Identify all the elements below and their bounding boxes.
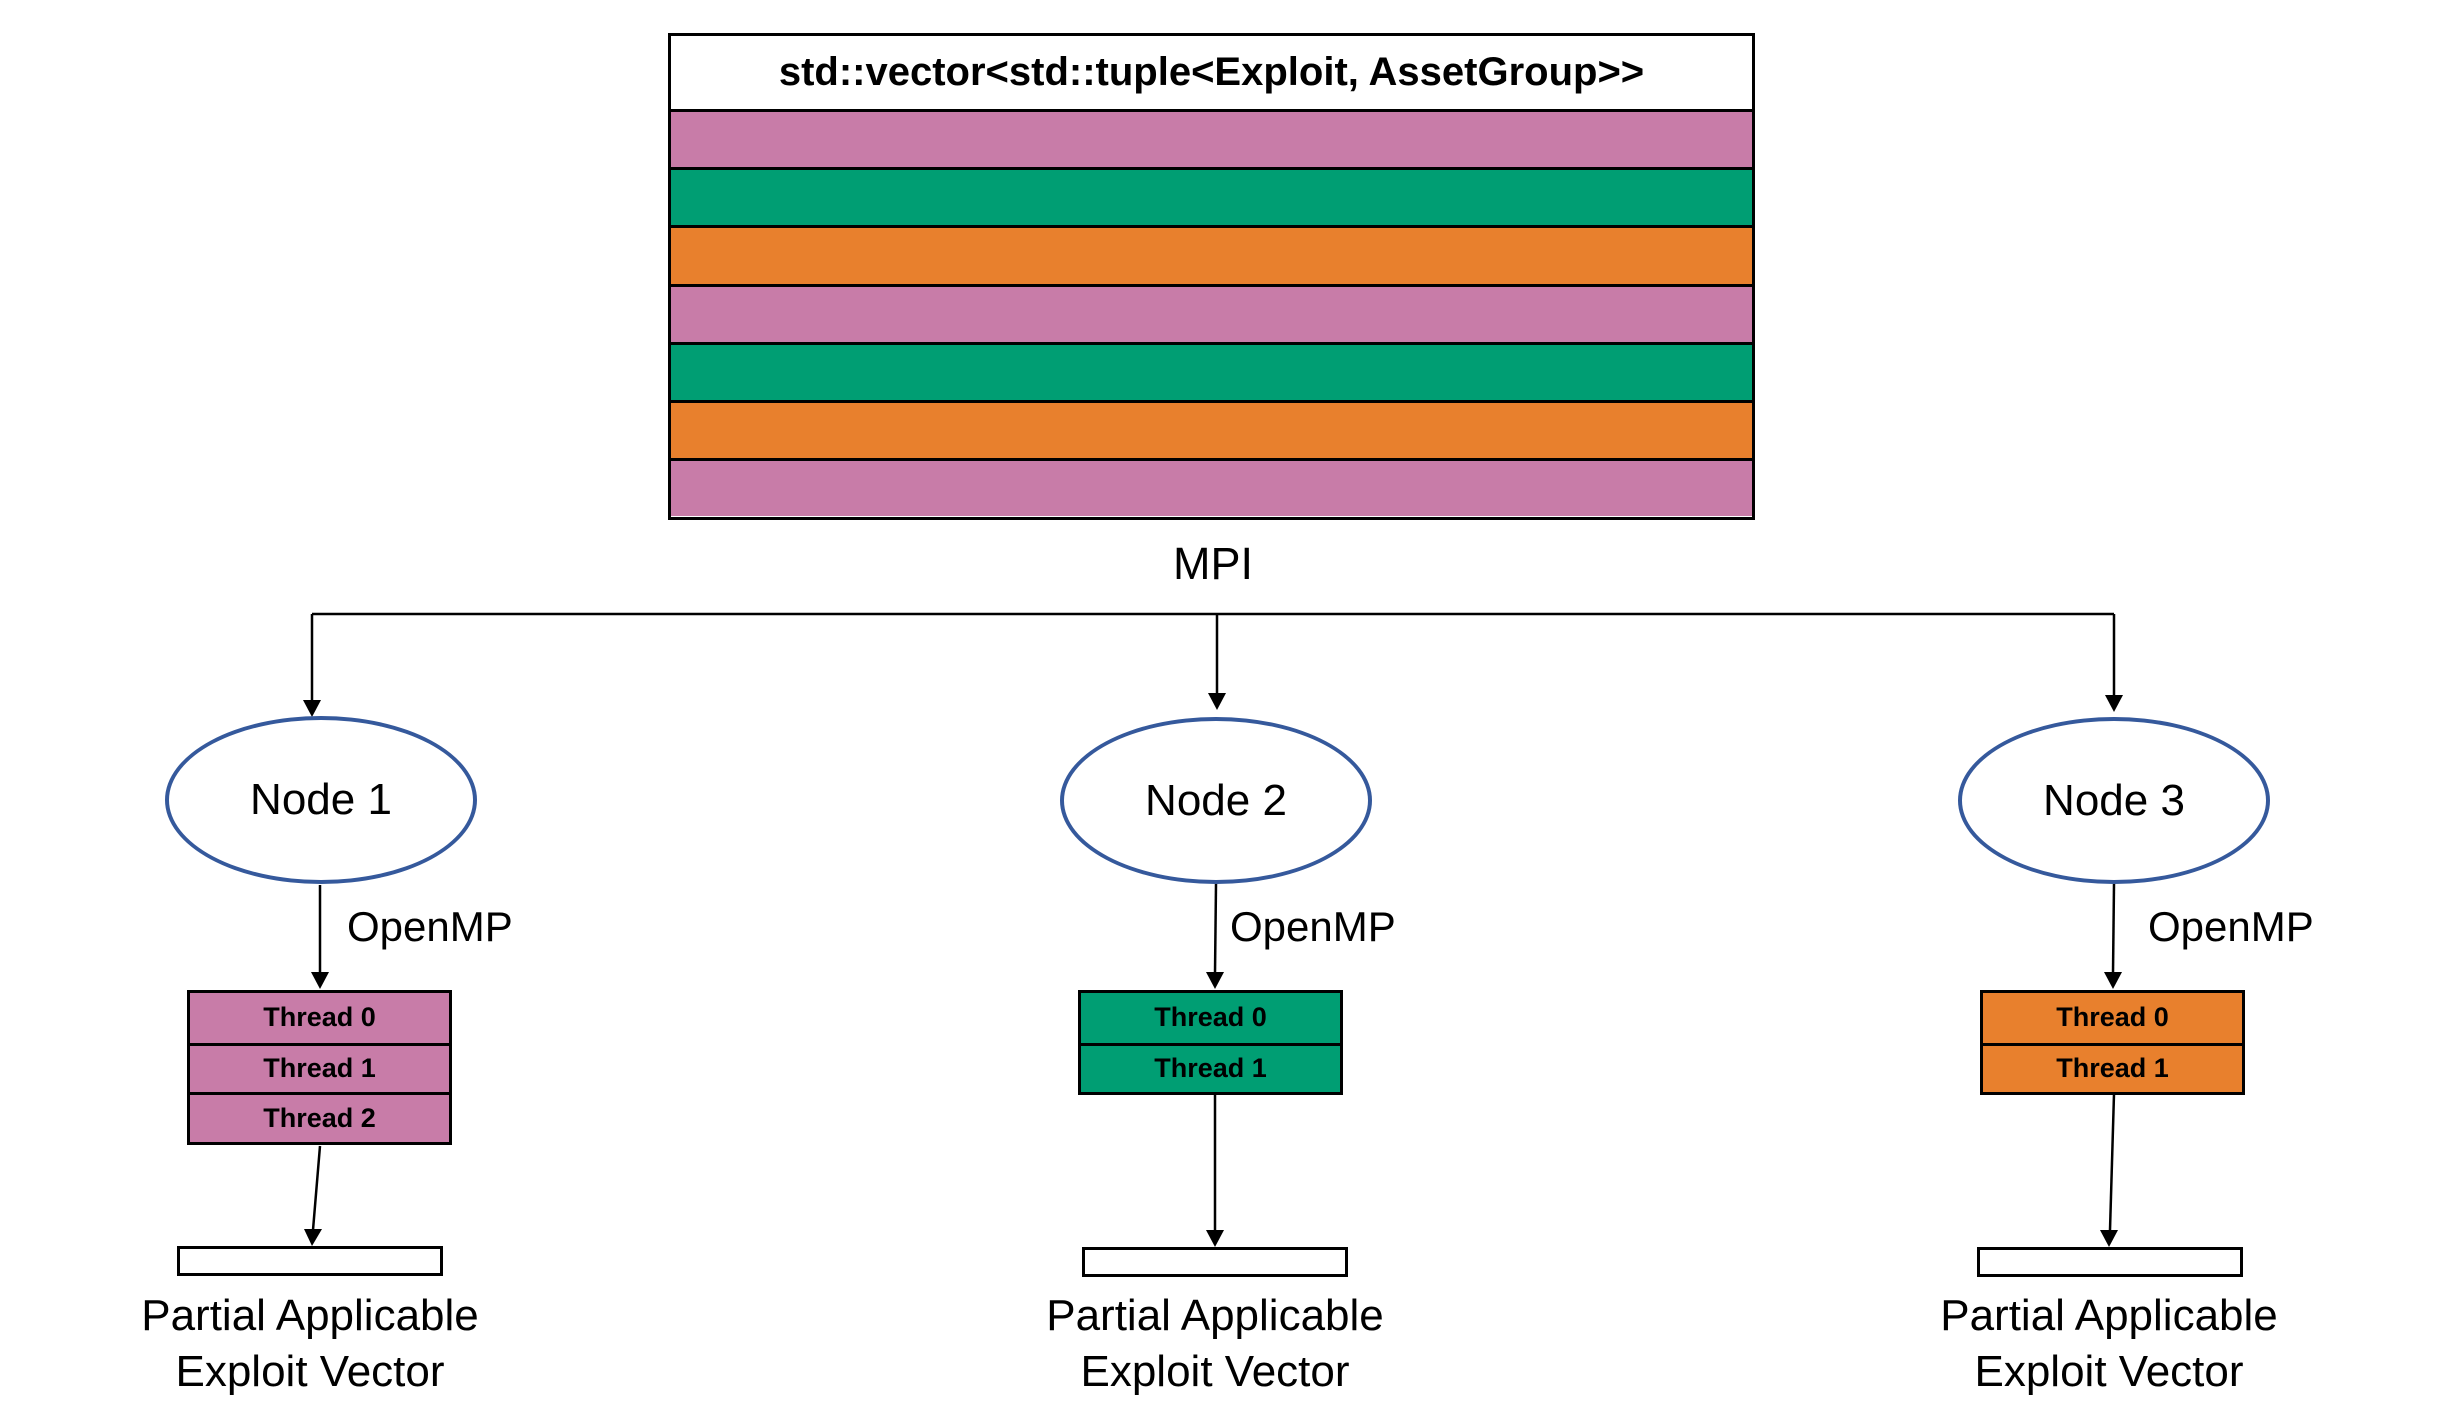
openmp-line-node2 [1213, 883, 1218, 974]
partial-vector-rect-node1 [177, 1246, 443, 1276]
node-3-label: Node 3 [2043, 775, 2185, 825]
arrowhead-threads2 [1206, 972, 1224, 989]
arrowhead-threads1 [311, 972, 329, 989]
output-line-node1 [311, 1145, 322, 1231]
arrowhead-output1 [304, 1229, 322, 1246]
openmp-label-node2: OpenMP [1230, 903, 1396, 950]
partial-vector-label-line1: Partial Applicable [141, 1291, 479, 1340]
partial-vector-rect-node2 [1082, 1247, 1348, 1277]
mpi-label: MPI [1172, 538, 1253, 589]
partial-vector-label-line1: Partial Applicable [1046, 1291, 1384, 1340]
vector-stripe [671, 283, 1752, 342]
thread-stack-node2: Thread 0 Thread 1 [1078, 990, 1343, 1095]
output-line-node3 [2108, 1093, 2116, 1231]
partial-vector-label-line1: Partial Applicable [1940, 1291, 2278, 1340]
vector-stripe [671, 225, 1752, 284]
openmp-line-node3 [2111, 883, 2116, 974]
thread-stack-node3: Thread 0 Thread 1 [1980, 990, 2245, 1095]
thread-cell: Thread 0 [1081, 993, 1340, 1043]
thread-cell: Thread 1 [1081, 1042, 1340, 1092]
node-1-label: Node 1 [250, 775, 392, 824]
partial-vector-label-node1: Partial Applicable Exploit Vector [50, 1288, 570, 1400]
arrowhead-node1 [303, 700, 321, 717]
node-3-ellipse: Node 3 [1958, 717, 2270, 884]
arrowhead-output2 [1206, 1230, 1224, 1247]
thread-cell: Thread 1 [190, 1042, 449, 1092]
node-2-ellipse: Node 2 [1060, 717, 1372, 884]
thread-cell: Thread 0 [190, 993, 449, 1043]
vector-stripe [671, 167, 1752, 226]
arrowhead-output3 [2100, 1230, 2118, 1247]
vector-box-title: std::vector<std::tuple<Exploit, AssetGro… [778, 50, 1645, 94]
vector-stripe [671, 341, 1752, 400]
vector-stripe [671, 399, 1752, 459]
partial-vector-label-line2: Exploit Vector [1080, 1347, 1350, 1396]
partial-vector-label-node2: Partial Applicable Exploit Vector [955, 1288, 1475, 1400]
arrowhead-node2 [1208, 693, 1226, 710]
openmp-label-node3: OpenMP [2148, 903, 2314, 950]
thread-cell: Thread 2 [190, 1092, 449, 1142]
thread-cell: Thread 1 [1983, 1042, 2242, 1092]
partial-vector-label-node3: Partial Applicable Exploit Vector [1849, 1288, 2369, 1400]
thread-cell: Thread 0 [1983, 993, 2242, 1043]
node-1-ellipse: Node 1 [165, 716, 477, 884]
arrowhead-node3 [2105, 695, 2123, 712]
partial-vector-label-line2: Exploit Vector [1974, 1347, 2244, 1396]
arrowhead-threads3 [2104, 972, 2122, 989]
openmp-label-node1: OpenMP [347, 903, 513, 950]
thread-stack-node1: Thread 0 Thread 1 Thread 2 [187, 990, 452, 1145]
partial-vector-label-line2: Exploit Vector [175, 1347, 445, 1396]
partial-vector-rect-node3 [1977, 1247, 2243, 1277]
exploit-vector-box: std::vector<std::tuple<Exploit, AssetGro… [668, 33, 1755, 520]
node-2-label: Node 2 [1145, 775, 1287, 825]
vector-stripe [671, 109, 1752, 168]
vector-stripe [671, 458, 1752, 517]
